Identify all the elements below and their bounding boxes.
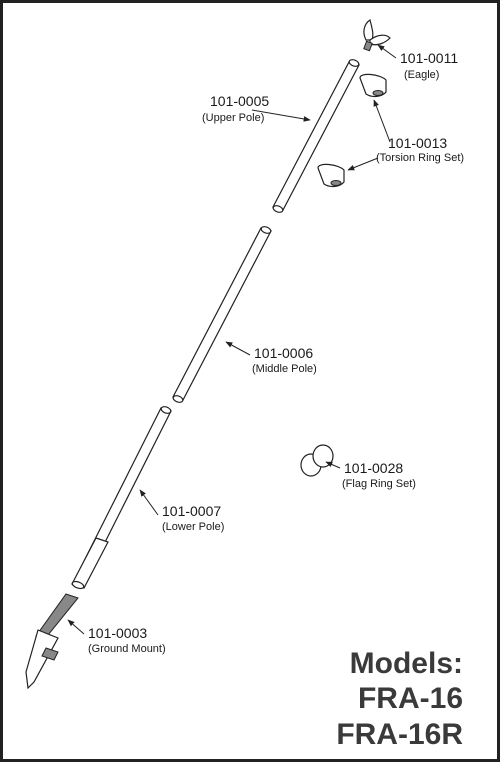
lower-pole-name: (Lower Pole) (162, 521, 224, 533)
flag-ring-leader (325, 461, 341, 469)
ground-mount-name: (Ground Mount) (88, 643, 166, 655)
eagle-name: (Eagle) (404, 69, 439, 81)
eagle-number: 101-0011 (400, 50, 458, 66)
upper-pole-name: (Upper Pole) (202, 112, 264, 124)
lower-pole-leader (139, 489, 159, 516)
lower-pole-part (71, 406, 172, 590)
ground-mount-leader (67, 619, 85, 635)
lower-pole-number: 101-0007 (162, 503, 221, 519)
upper-pole-number: 101-0005 (210, 93, 269, 109)
model-fra-16: FRA-16 (358, 682, 463, 715)
torsion-name: (Torsion Ring Set) (376, 152, 464, 164)
eagle-part (363, 19, 391, 52)
upper-pole-part (272, 59, 360, 213)
torsion-leader-1 (373, 99, 391, 143)
torsion-ring-part (317, 73, 387, 188)
middle-pole-number: 101-0006 (254, 345, 313, 361)
flag-ring-number: 101-0028 (344, 460, 403, 476)
torsion-number: 101-0013 (388, 135, 447, 151)
eagle-leader (377, 44, 397, 59)
flag-ring-name: (Flag Ring Set) (342, 478, 416, 490)
middle-pole-leader (225, 341, 251, 356)
middle-pole-name: (Middle Pole) (252, 363, 317, 375)
model-fra-16r: FRA-16R (336, 718, 463, 751)
ground-mount-part (25, 593, 79, 690)
middle-pole-part (172, 226, 272, 403)
torsion-leader-2 (347, 157, 379, 171)
ground-mount-number: 101-0003 (88, 625, 147, 641)
upper-pole-leader (251, 109, 311, 122)
models-heading: Models: (350, 647, 463, 680)
flag-ring-part (300, 444, 334, 477)
